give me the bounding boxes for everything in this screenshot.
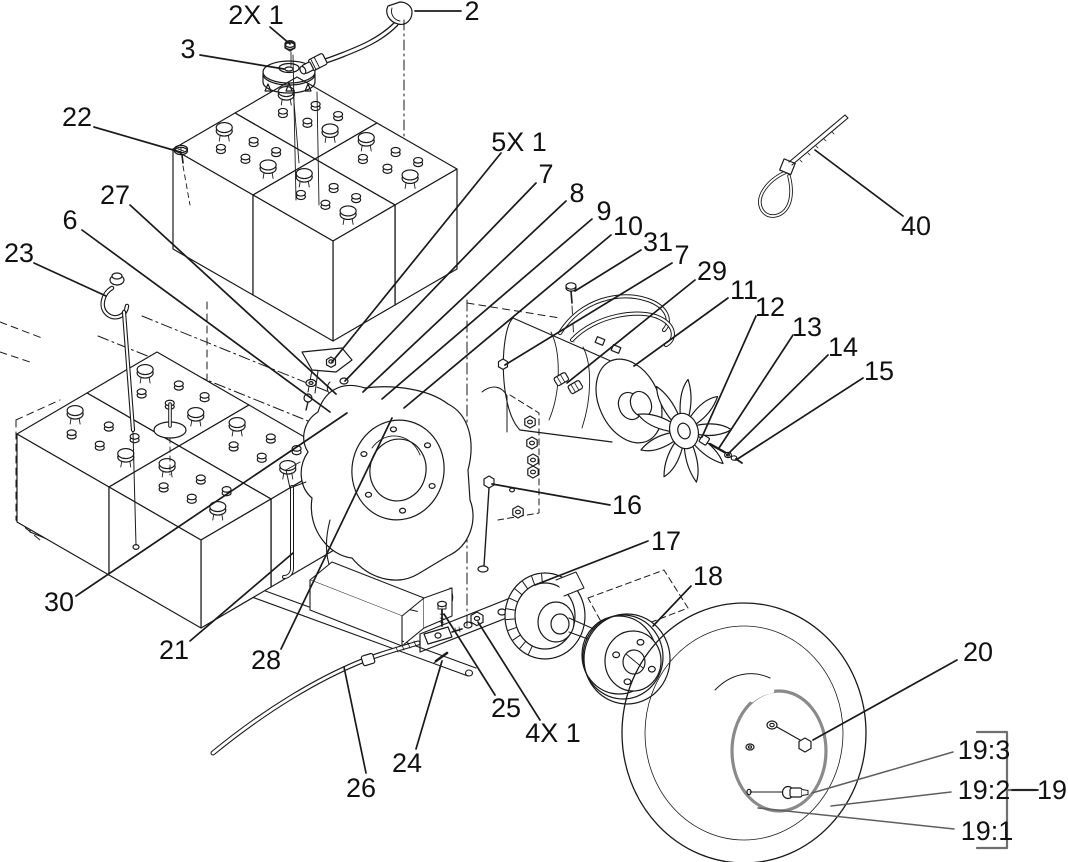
callout-label-2: 2 [464,0,479,26]
leader-line-40 [814,149,904,217]
callout-label-22: 22 [62,102,92,132]
leader-line-15 [735,377,864,461]
leader-line-17 [534,540,649,586]
leader-line-8 [362,200,567,393]
callout-label-16: 16 [612,490,642,520]
callout-label-31: 31 [643,227,673,257]
callout-label-21: 21 [159,635,189,665]
rear-wheel-tire [621,602,867,862]
callout-label-14: 14 [828,332,858,362]
callout-leader-lines [33,10,1039,830]
callout-label-19-2: 19:2 [958,775,1011,805]
leader-line-qty5x-1 [331,152,502,363]
electric-motor [497,294,675,444]
leader-line-18 [652,585,692,627]
callout-label-17: 17 [651,526,681,556]
callout-label-8: 8 [569,178,584,208]
bolt-25 [436,600,448,627]
rim-bolt-20 [745,720,812,753]
callout-label-qty2x-1: 2X 1 [228,0,284,30]
callout-label-18: 18 [693,561,723,591]
leader-line-19-1 [757,807,955,830]
callout-label-10: 10 [613,211,643,241]
leader-line-6 [81,229,331,413]
leader-line-12 [701,315,757,438]
callout-label-23: 23 [4,238,34,268]
callout-label-15: 15 [864,356,894,386]
rim-bolt-19 [746,785,809,800]
callout-label-7a: 7 [538,159,553,189]
battery-cable [299,1,413,139]
leader-line-25 [443,613,496,696]
leader-line-19-3 [811,751,954,794]
callout-label-7b: 7 [674,240,689,270]
battery-terminal-cover [262,39,316,164]
leader-line-26 [343,666,367,774]
callout-label-40: 40 [901,211,931,241]
upper-battery-pack [172,76,458,342]
leader-line-qty2x-1 [269,26,291,45]
callout-label-27: 27 [100,180,130,210]
callout-label-12: 12 [755,292,785,322]
leader-line-28 [280,417,393,650]
leader-line-19-2 [830,791,952,807]
callout-label-qty5x-1: 5X 1 [491,127,547,157]
leader-line-23 [33,262,107,297]
leader-line-3 [199,54,285,70]
leader-line-30 [75,412,348,597]
leader-line-qty4x-1 [477,621,541,721]
callout-label-30: 30 [44,587,74,617]
leader-line-13 [718,334,794,449]
leader-line-31 [574,249,642,292]
lift-hook-rod [100,272,140,550]
mount-panel-and-nuts [477,386,540,573]
battery-holddown-rods [153,54,320,579]
callout-label-19: 19 [1037,775,1067,805]
callout-label-19-3: 19:3 [958,735,1011,765]
leader-line-20 [812,659,958,741]
leader-line-24 [415,660,443,750]
brake-drum [581,613,671,705]
leader-line-27 [129,204,337,395]
callout-label-6: 6 [62,205,77,235]
leader-line-14 [726,354,829,456]
leader-line-9 [381,218,593,400]
nut-4x1 [470,611,484,627]
leader-line-11 [633,297,729,367]
callout-label-24: 24 [392,748,422,778]
leader-line-16 [491,483,611,506]
brake-cable-assembly [210,600,484,756]
leader-line-22 [93,126,181,153]
callout-label-13: 13 [792,312,822,342]
leader-line-7b [504,262,673,366]
brake-hub-assembly [504,571,602,660]
bent-sheet-bracket [309,561,453,647]
callout-label-20: 20 [963,637,993,667]
callout-label-25: 25 [491,693,521,723]
callout-label-9: 9 [596,196,611,226]
callout-label-28: 28 [251,645,281,675]
leader-line-21 [189,552,294,642]
callout-label-26: 26 [346,773,376,803]
callout-label-3: 3 [180,34,195,64]
leader-line-29 [566,279,696,384]
leader-line-10 [403,234,612,409]
callout-label-11: 11 [730,275,758,305]
cooling-fan [637,378,732,483]
clevis-pin-24 [433,651,449,664]
lower-battery-pack [16,351,342,629]
callout-label-qty4x-1: 4X 1 [525,718,581,748]
callout-label-19-1: 19:1 [961,816,1014,846]
cable-tie [758,114,849,218]
callout-label-29: 29 [697,256,727,286]
leader-line-7a [344,182,537,382]
